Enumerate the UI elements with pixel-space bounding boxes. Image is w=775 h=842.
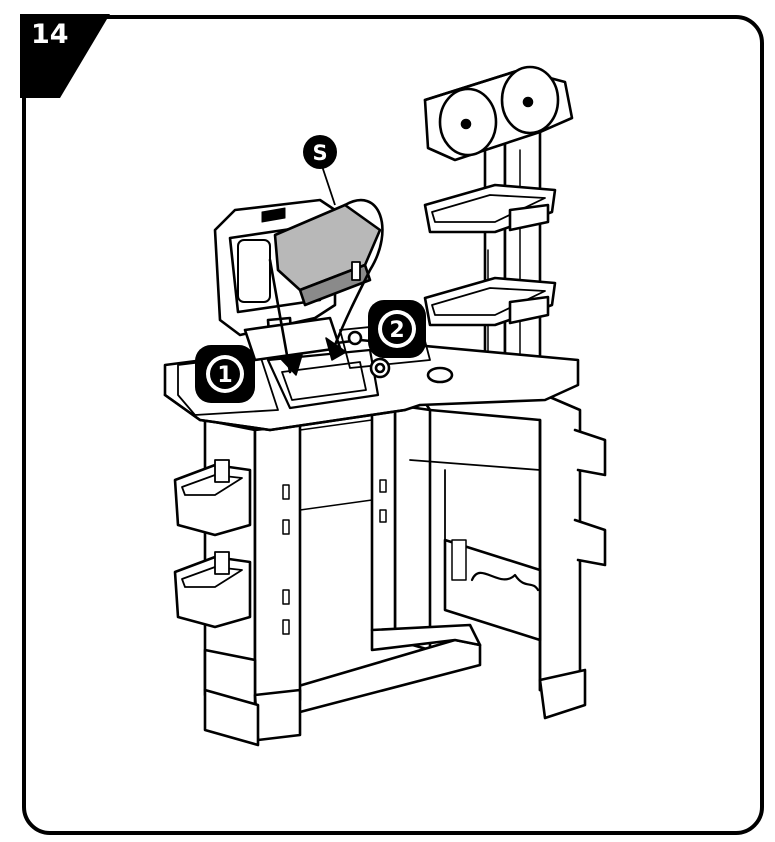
tower-tray-lower (423, 276, 557, 327)
top-roller (423, 65, 574, 162)
insert-arrow (268, 198, 384, 376)
callout-1-label: 1 (217, 363, 232, 388)
callout-2-label: 2 (389, 318, 404, 343)
left-tray-upper (173, 459, 252, 537)
left-tray-lower (173, 551, 252, 629)
step-number: 14 (31, 19, 69, 50)
callout-1: 1 (195, 345, 255, 403)
callout-s-label: S (312, 141, 327, 165)
callout-2: 2 (368, 300, 426, 358)
callout-s: S (303, 135, 337, 206)
tower-tray-upper (423, 183, 557, 234)
counter-top (163, 321, 580, 432)
step-badge: 14 (20, 14, 110, 98)
right-side-panel (370, 393, 607, 720)
stand-drawing (163, 65, 607, 747)
label-strip-s (273, 203, 382, 307)
